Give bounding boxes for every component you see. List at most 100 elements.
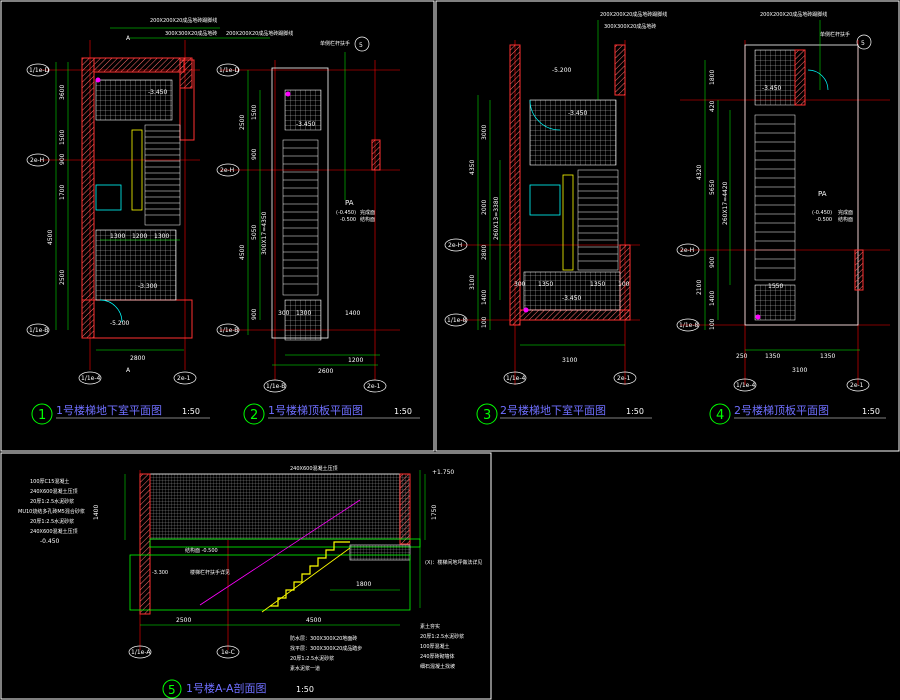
axis-bubbles: 1/1e-D 2e-H 1/1e-B 1/1e-B 2e-1 (216, 63, 387, 393)
bottom-landing-tiles (754, 284, 796, 321)
dimension-lines (55, 27, 270, 351)
dim-bot-0: 300 (278, 310, 290, 317)
axis-right: 2e-1 (177, 375, 191, 382)
pa-note-2: 结构面 (360, 216, 375, 223)
axis-bottom: 1/1e-8 (679, 322, 699, 329)
dim-left-1: 3000 (481, 125, 488, 140)
top-note: 240X600混凝土压顶 (290, 465, 338, 472)
dim-left-2: 900 (251, 148, 258, 160)
floor-drain (529, 184, 561, 216)
detail-circle-label: 5 (861, 40, 865, 47)
dim-run: 260X17=4420 (722, 181, 729, 225)
frame-panel-1-2 (0, 0, 435, 452)
bottom-right-note-2: 100厚混凝土 (420, 643, 450, 650)
top-landing-tiles (529, 99, 617, 166)
dim-left-1: 420 (709, 100, 716, 112)
note-1: 200X200X20成品地砖踢脚线 (150, 17, 217, 24)
caption-title-5: 1号楼A-A剖面图 (186, 681, 267, 695)
bottom-landing-tiles (284, 299, 322, 341)
handrail-line (199, 499, 361, 606)
pa-note-1: 完成面 (360, 209, 375, 216)
drain-marker (755, 314, 761, 320)
dimension-lines (247, 52, 380, 366)
bottom-landing-tiles (523, 271, 621, 311)
bottom-landing-tiles (95, 229, 177, 301)
section-mark-top: A (126, 35, 131, 42)
mid-note: 楼梯栏杆扶手详见 (190, 569, 230, 576)
dim-bot-2: 1300 (154, 233, 169, 240)
dim-bot-1: 1200 (132, 233, 147, 240)
bottom-right-note-3: 240厚砖砌墙体 (420, 653, 455, 660)
drain-marker (95, 77, 101, 83)
stair-handrail (131, 129, 143, 211)
dim-sub: 1550 (768, 283, 783, 290)
axis-mid: 1e-C (221, 649, 235, 656)
axis-mid: 2e-H (220, 167, 234, 174)
axis-mid: 2e-H (680, 247, 694, 254)
dim-left-3: 2800 (481, 245, 488, 260)
dim-1: 1400 (93, 505, 100, 520)
dim-left-4: 4500 (239, 245, 246, 260)
axis-bottom: 1/1e-B (29, 327, 48, 334)
dim-total: 2800 (130, 355, 145, 362)
dim-left-1: 1500 (59, 130, 66, 145)
dim-left-2: 4320 (696, 165, 703, 180)
right-wall (854, 249, 864, 291)
axis-bubbles: 1/1e-D 2e-H 1/1e-B 1/1e-4 2e-1 (26, 63, 197, 385)
dim-bot-1: 1300 (296, 310, 311, 317)
bottom-note-0: 防水层：300X300X20地面砖 (290, 635, 357, 642)
dim-bot-0: 300 (514, 281, 526, 288)
right-wall-top (614, 44, 626, 96)
pa-level-1: (-0.450) (812, 210, 832, 216)
panel-5-section: 100厚C15混凝土 240X600混凝土压顶 20厚1:2.5水泥砂浆 MU1… (18, 465, 482, 699)
bottom-wall (81, 299, 193, 339)
dim-left-2: 900 (59, 153, 66, 165)
level-3: -3.450 (562, 295, 582, 302)
note-1: 200X200X20成品地砖踢脚线 (760, 11, 827, 18)
dim-left-3: 5650 (709, 180, 716, 195)
left-note-5: 240X600混凝土压顶 (30, 528, 78, 535)
axis-right: 2e-1 (617, 375, 631, 382)
detail-circle (354, 36, 370, 52)
axis-right: 2e-1 (850, 382, 864, 389)
detail-circle-label: 5 (359, 42, 363, 49)
axis-bubbles: 2e-H 1/1e-8 1/1e-4 2e-1 (676, 243, 870, 392)
right-wall (179, 59, 195, 141)
dim-bot-2: 1400 (345, 310, 360, 317)
dim-bot-2: 1350 (590, 281, 605, 288)
caption-scale-1: 1:50 (182, 407, 200, 416)
caption-scale-3: 1:50 (626, 407, 644, 416)
pa-label: PA (818, 190, 827, 198)
dim-total: 3100 (562, 357, 577, 364)
stair-handrail (562, 174, 574, 271)
axis-mid: 2e-H (448, 242, 462, 249)
caption-number-4: 4 (716, 408, 724, 423)
dim-left-0: 1800 (709, 70, 716, 85)
drain-marker (285, 91, 291, 97)
axis-bubbles: 2e-H 1/1e-8 1/1e-4 2e-1 (444, 238, 637, 385)
dim-left-3: 5050 (251, 225, 258, 240)
section-mark-bottom: A (126, 367, 131, 374)
panel-3-basement-plan: 200X200X20成品地砖踢脚线 300X300X20成品地砖 -5.200 … (444, 11, 667, 425)
axis-left: 1/1e-A (131, 649, 151, 656)
dimension-lines (477, 20, 625, 346)
top-landing-tiles (754, 49, 796, 106)
dim-bot-0: 250 (736, 353, 748, 360)
top-landing-tiles (284, 89, 322, 131)
door-swing (529, 99, 561, 131)
dim-left-5: 1400 (481, 290, 488, 305)
level: -3.450 (762, 85, 782, 92)
dim-left-7: 100 (709, 318, 716, 330)
struct-level: 结构面 -0.500 (185, 547, 218, 554)
bottom-note-2: 20厚1:2.5水泥砂浆 (290, 655, 334, 662)
dim-bot-1: 1350 (538, 281, 553, 288)
door-swing (99, 299, 123, 323)
dim-sub: 1200 (348, 357, 363, 364)
pa-level-2: -0.500 (340, 217, 356, 223)
dim-left-4: 4500 (47, 230, 54, 245)
dim-left-0: 4350 (469, 160, 476, 175)
level-3: -5.200 (110, 320, 130, 327)
axis-left-bottom: 1/1e-B (266, 383, 285, 390)
frame-panel-5 (0, 452, 492, 700)
caption-circle-4 (709, 403, 731, 425)
